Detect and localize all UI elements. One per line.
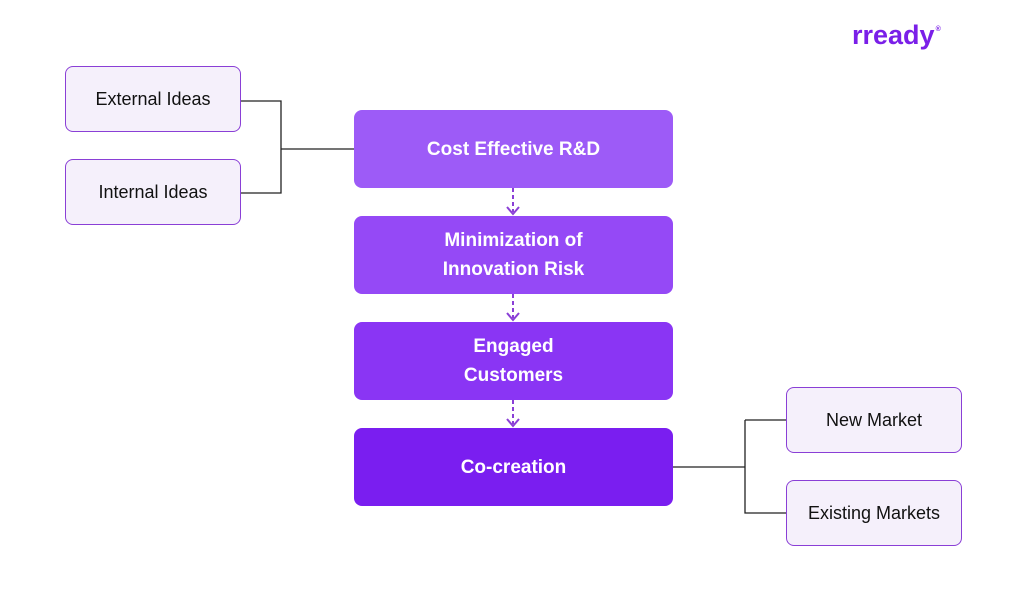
- flow-step-label: Co-creation: [460, 456, 567, 478]
- rready-logo: rready®: [852, 20, 941, 51]
- flow-step-engaged-customers: Engaged Customers: [354, 322, 673, 400]
- flow-step-label: Cost Effective R&D: [426, 138, 601, 160]
- flow-arrow: [506, 400, 520, 428]
- input-label: External Ideas: [95, 88, 211, 109]
- flow-step-minimization-of-innovation-risk: Minimization of Innovation Risk: [354, 216, 673, 294]
- output-label: New Market: [825, 409, 923, 430]
- flow-step-co-creation: Co-creation: [354, 428, 673, 506]
- flow-step-label: Engaged Customers: [463, 336, 564, 386]
- flow-step-label: Minimization of Innovation Risk: [442, 230, 585, 280]
- left-bracket-connector: [241, 100, 354, 194]
- input-box-internal-ideas: Internal Ideas: [65, 159, 241, 225]
- input-box-external-ideas: External Ideas: [65, 66, 241, 132]
- output-label: Existing Markets: [807, 502, 941, 523]
- flow-arrow: [506, 188, 520, 216]
- output-box-new-market: New Market: [786, 387, 962, 453]
- registered-mark: ®: [935, 26, 941, 33]
- flow-step-cost-effective-rd: Cost Effective R&D: [354, 110, 673, 188]
- logo-text: rready: [852, 20, 935, 50]
- input-label: Internal Ideas: [98, 181, 208, 202]
- output-box-existing-markets: Existing Markets: [786, 480, 962, 546]
- right-bracket-connector: [673, 419, 787, 514]
- flow-arrow: [506, 294, 520, 322]
